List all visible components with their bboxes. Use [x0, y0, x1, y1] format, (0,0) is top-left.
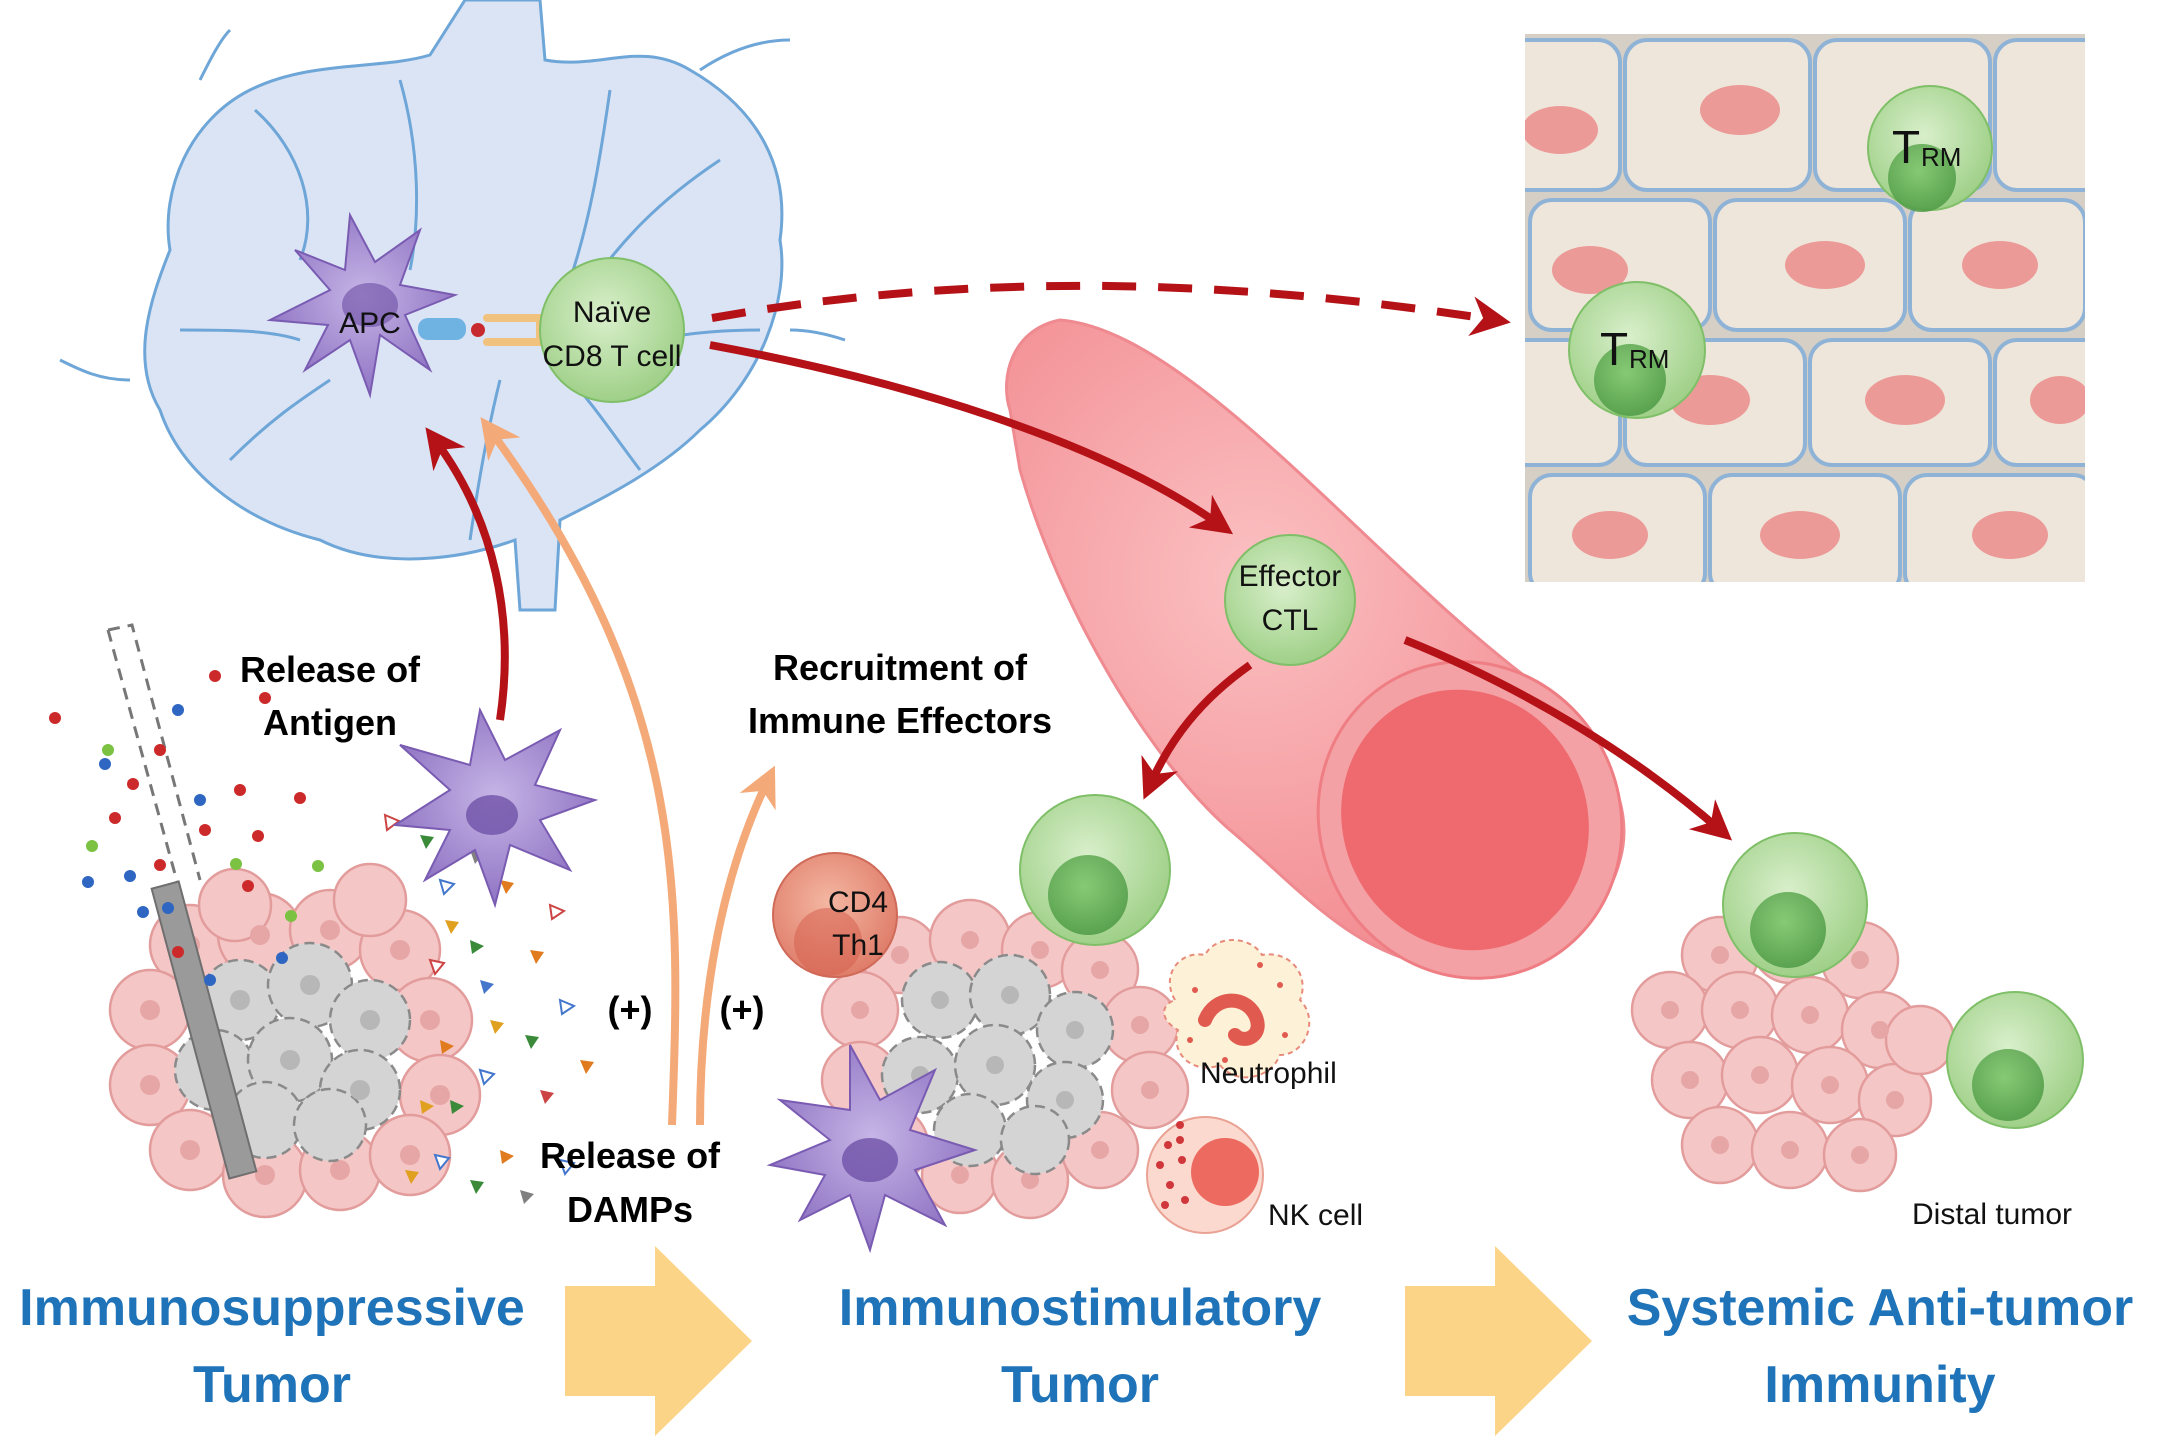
- stage1-title-line2: Tumor: [193, 1356, 351, 1414]
- cd4-label-line1: CD4: [828, 886, 888, 919]
- stage2-title-line1: Immunostimulatory: [839, 1279, 1322, 1337]
- nk-label: NK cell: [1268, 1199, 1363, 1232]
- stage3-title-line2: Immunity: [1764, 1356, 1995, 1414]
- distal-tumor-label: Distal tumor: [1912, 1198, 2072, 1231]
- arrow-naive-to-trm: [711, 281, 1511, 337]
- naive-label-line1: Naïve: [573, 296, 651, 329]
- naive-cd8-t-cell: Naïve CD8 T cell: [539, 257, 685, 403]
- effector-label-line2: CTL: [1262, 604, 1319, 637]
- tumor-distal: Distal tumor: [1630, 832, 2084, 1231]
- stage2-title-line2: Tumor: [1001, 1356, 1159, 1414]
- arrow-effector-to-distal: [1403, 636, 1733, 841]
- caption-plus-right: (+): [720, 989, 765, 1030]
- arrow-naive-to-effector: [709, 341, 1234, 535]
- apc-label: APC: [339, 307, 401, 340]
- arrows: [425, 281, 1733, 1126]
- neutrophil-label: Neutrophil: [1200, 1057, 1337, 1090]
- apc-cell-tumor: [391, 706, 599, 909]
- caption-recruitment-line2: Immune Effectors: [748, 700, 1052, 741]
- caption-antigen-line2: Antigen: [263, 702, 397, 743]
- effector-label-line1: Effector: [1239, 560, 1342, 593]
- effector-ctl-cell: Effector CTL: [1224, 534, 1356, 666]
- caption-damps-line1: Release of: [540, 1135, 721, 1176]
- arrow-damps-to-recruitment: [696, 765, 776, 1126]
- antigen-particles: [49, 670, 324, 986]
- lymph-node: [59, 0, 846, 612]
- trm-left-subscript: RM: [1629, 344, 1669, 374]
- damp-particles: [383, 813, 594, 1204]
- arrow-damps-to-apc: [480, 417, 680, 1126]
- naive-label-line2: CD8 T cell: [543, 340, 682, 373]
- trm-top-subscript: RM: [1921, 142, 1961, 172]
- caption-recruitment-line1: Recruitment of: [773, 647, 1028, 688]
- cd8-t-cell-center: [1019, 794, 1171, 946]
- stage-titles: Immunosuppressive Tumor Immunostimulator…: [19, 1279, 2133, 1414]
- captions: Release of Antigen Recruitment of Immune…: [240, 647, 1052, 1230]
- apc-cell-lymph: APC: [266, 211, 459, 399]
- nk-cell: NK cell: [1146, 1116, 1363, 1234]
- caption-damps-line2: DAMPs: [567, 1189, 693, 1230]
- stage-arrows: [565, 1246, 1592, 1436]
- neutrophil-cell: Neutrophil: [1163, 939, 1337, 1090]
- stage1-title-line1: Immunosuppressive: [19, 1279, 525, 1337]
- tumor-left: [106, 623, 482, 1219]
- caption-plus-left: (+): [608, 989, 653, 1030]
- tumor-center: [820, 898, 1190, 1220]
- cd4-th1-cell: CD4 Th1: [772, 852, 898, 978]
- trm-top-label: T: [1892, 121, 1920, 173]
- trm-cell-left: T RM: [1568, 281, 1706, 419]
- arrow-effector-to-tumor: [1141, 661, 1253, 800]
- cd4-label-line2: Th1: [832, 929, 884, 962]
- trm-left-label: T: [1600, 323, 1628, 375]
- arrow-antigen-to-apc: [425, 427, 509, 721]
- apc-cell-center: [766, 1044, 979, 1254]
- stage3-title-line1: Systemic Anti-tumor: [1627, 1279, 2134, 1337]
- caption-antigen-line1: Release of: [240, 649, 421, 690]
- trm-cell-top: T RM: [1867, 85, 1993, 212]
